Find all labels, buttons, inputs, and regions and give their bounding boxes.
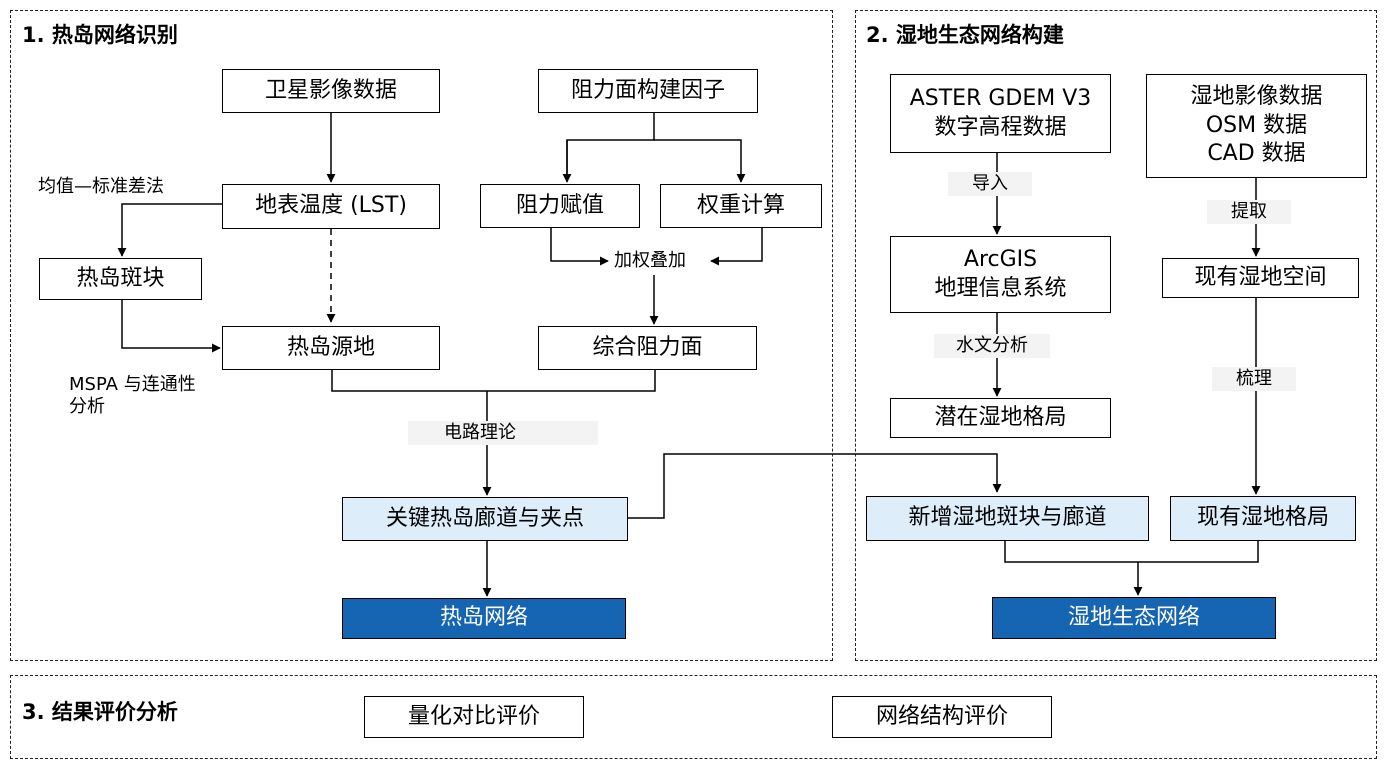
key-corridor-box: 关键热岛廊道与夹点 [342, 497, 628, 541]
network-structure-evaluation-box: 网络结构评价 [832, 696, 1052, 738]
label-mspa-line1: MSPA 与连通性 [69, 374, 196, 395]
edge-merge-to-wetland-network [1004, 541, 1259, 563]
section-2-title: 2. 湿地生态网络构建 [866, 23, 1064, 47]
arcgis-line2: 地理信息系统 [934, 275, 1067, 301]
label-weighted-overlay: 加权叠加 [610, 250, 690, 272]
label-mean-std: 均值—标准差法 [38, 176, 164, 197]
label-hydrology: 水文分析 [934, 334, 1050, 358]
section-wetland-network-construction [855, 10, 1377, 661]
label-extract: 提取 [1207, 200, 1291, 224]
arcgis-box: ArcGIS 地理信息系统 [890, 236, 1111, 313]
aster-line2: 数字高程数据 [934, 114, 1067, 140]
arcgis-line1: ArcGIS [963, 246, 1038, 272]
section-result-evaluation [10, 675, 1377, 759]
weight-calc-box: 权重计算 [660, 184, 822, 228]
label-circuit-theory: 电路理论 [408, 421, 598, 445]
edge-factors-split [566, 112, 655, 180]
wetland-data-line3: CAD 数据 [1207, 141, 1306, 167]
heat-patch-box: 热岛斑块 [39, 258, 202, 300]
resistance-factors-box: 阻力面构建因子 [538, 69, 758, 113]
existing-wetland-space-box: 现有湿地空间 [1162, 258, 1359, 298]
label-mspa: MSPA 与连通性 分析 [69, 374, 196, 417]
label-mspa-line2: 分析 [69, 395, 105, 417]
edge-weight-to-overlay [710, 227, 763, 266]
wetland-data-line1: 湿地影像数据 [1190, 84, 1323, 110]
edge-merge-to-circuit [331, 369, 656, 392]
aster-line1: ASTER GDEM V3 [909, 85, 1092, 111]
potential-wetland-pattern-box: 潜在湿地格局 [890, 398, 1111, 438]
edge-resistance-value-to-overlay [550, 227, 609, 266]
quantitative-evaluation-box: 量化对比评价 [364, 696, 584, 738]
satellite-imagery-box: 卫星影像数据 [222, 69, 440, 113]
edge-heat-patch-to-heat-source [121, 299, 221, 353]
label-sort-out: 梳理 [1212, 367, 1296, 391]
edge-lst-to-heat-patch [117, 203, 222, 257]
section-1-title: 1. 热岛网络识别 [22, 23, 178, 47]
resistance-value-box: 阻力赋值 [480, 184, 640, 228]
edge-key-corridor-to-new-patch [628, 453, 1002, 519]
section-heat-island-identification [10, 10, 833, 661]
new-patch-corridor-box: 新增湿地斑块与廊道 [866, 496, 1149, 541]
wetland-data-line2: OSM 数据 [1205, 112, 1308, 138]
existing-wetland-pattern-box: 现有湿地格局 [1170, 496, 1356, 541]
aster-gdem-box: ASTER GDEM V3 数字高程数据 [890, 74, 1111, 153]
wetland-ecological-network-box: 湿地生态网络 [992, 597, 1276, 639]
heat-source-box: 热岛源地 [222, 326, 440, 370]
section-3-title: 3. 结果评价分析 [22, 700, 178, 724]
lst-box: 地表温度 (LST) [222, 184, 440, 229]
edge-factors-to-weight [654, 139, 746, 183]
heat-island-network-box: 热岛网络 [342, 598, 626, 639]
label-import: 导入 [948, 172, 1032, 196]
wetland-data-box: 湿地影像数据 OSM 数据 CAD 数据 [1146, 74, 1367, 178]
composite-resistance-box: 综合阻力面 [538, 326, 757, 370]
